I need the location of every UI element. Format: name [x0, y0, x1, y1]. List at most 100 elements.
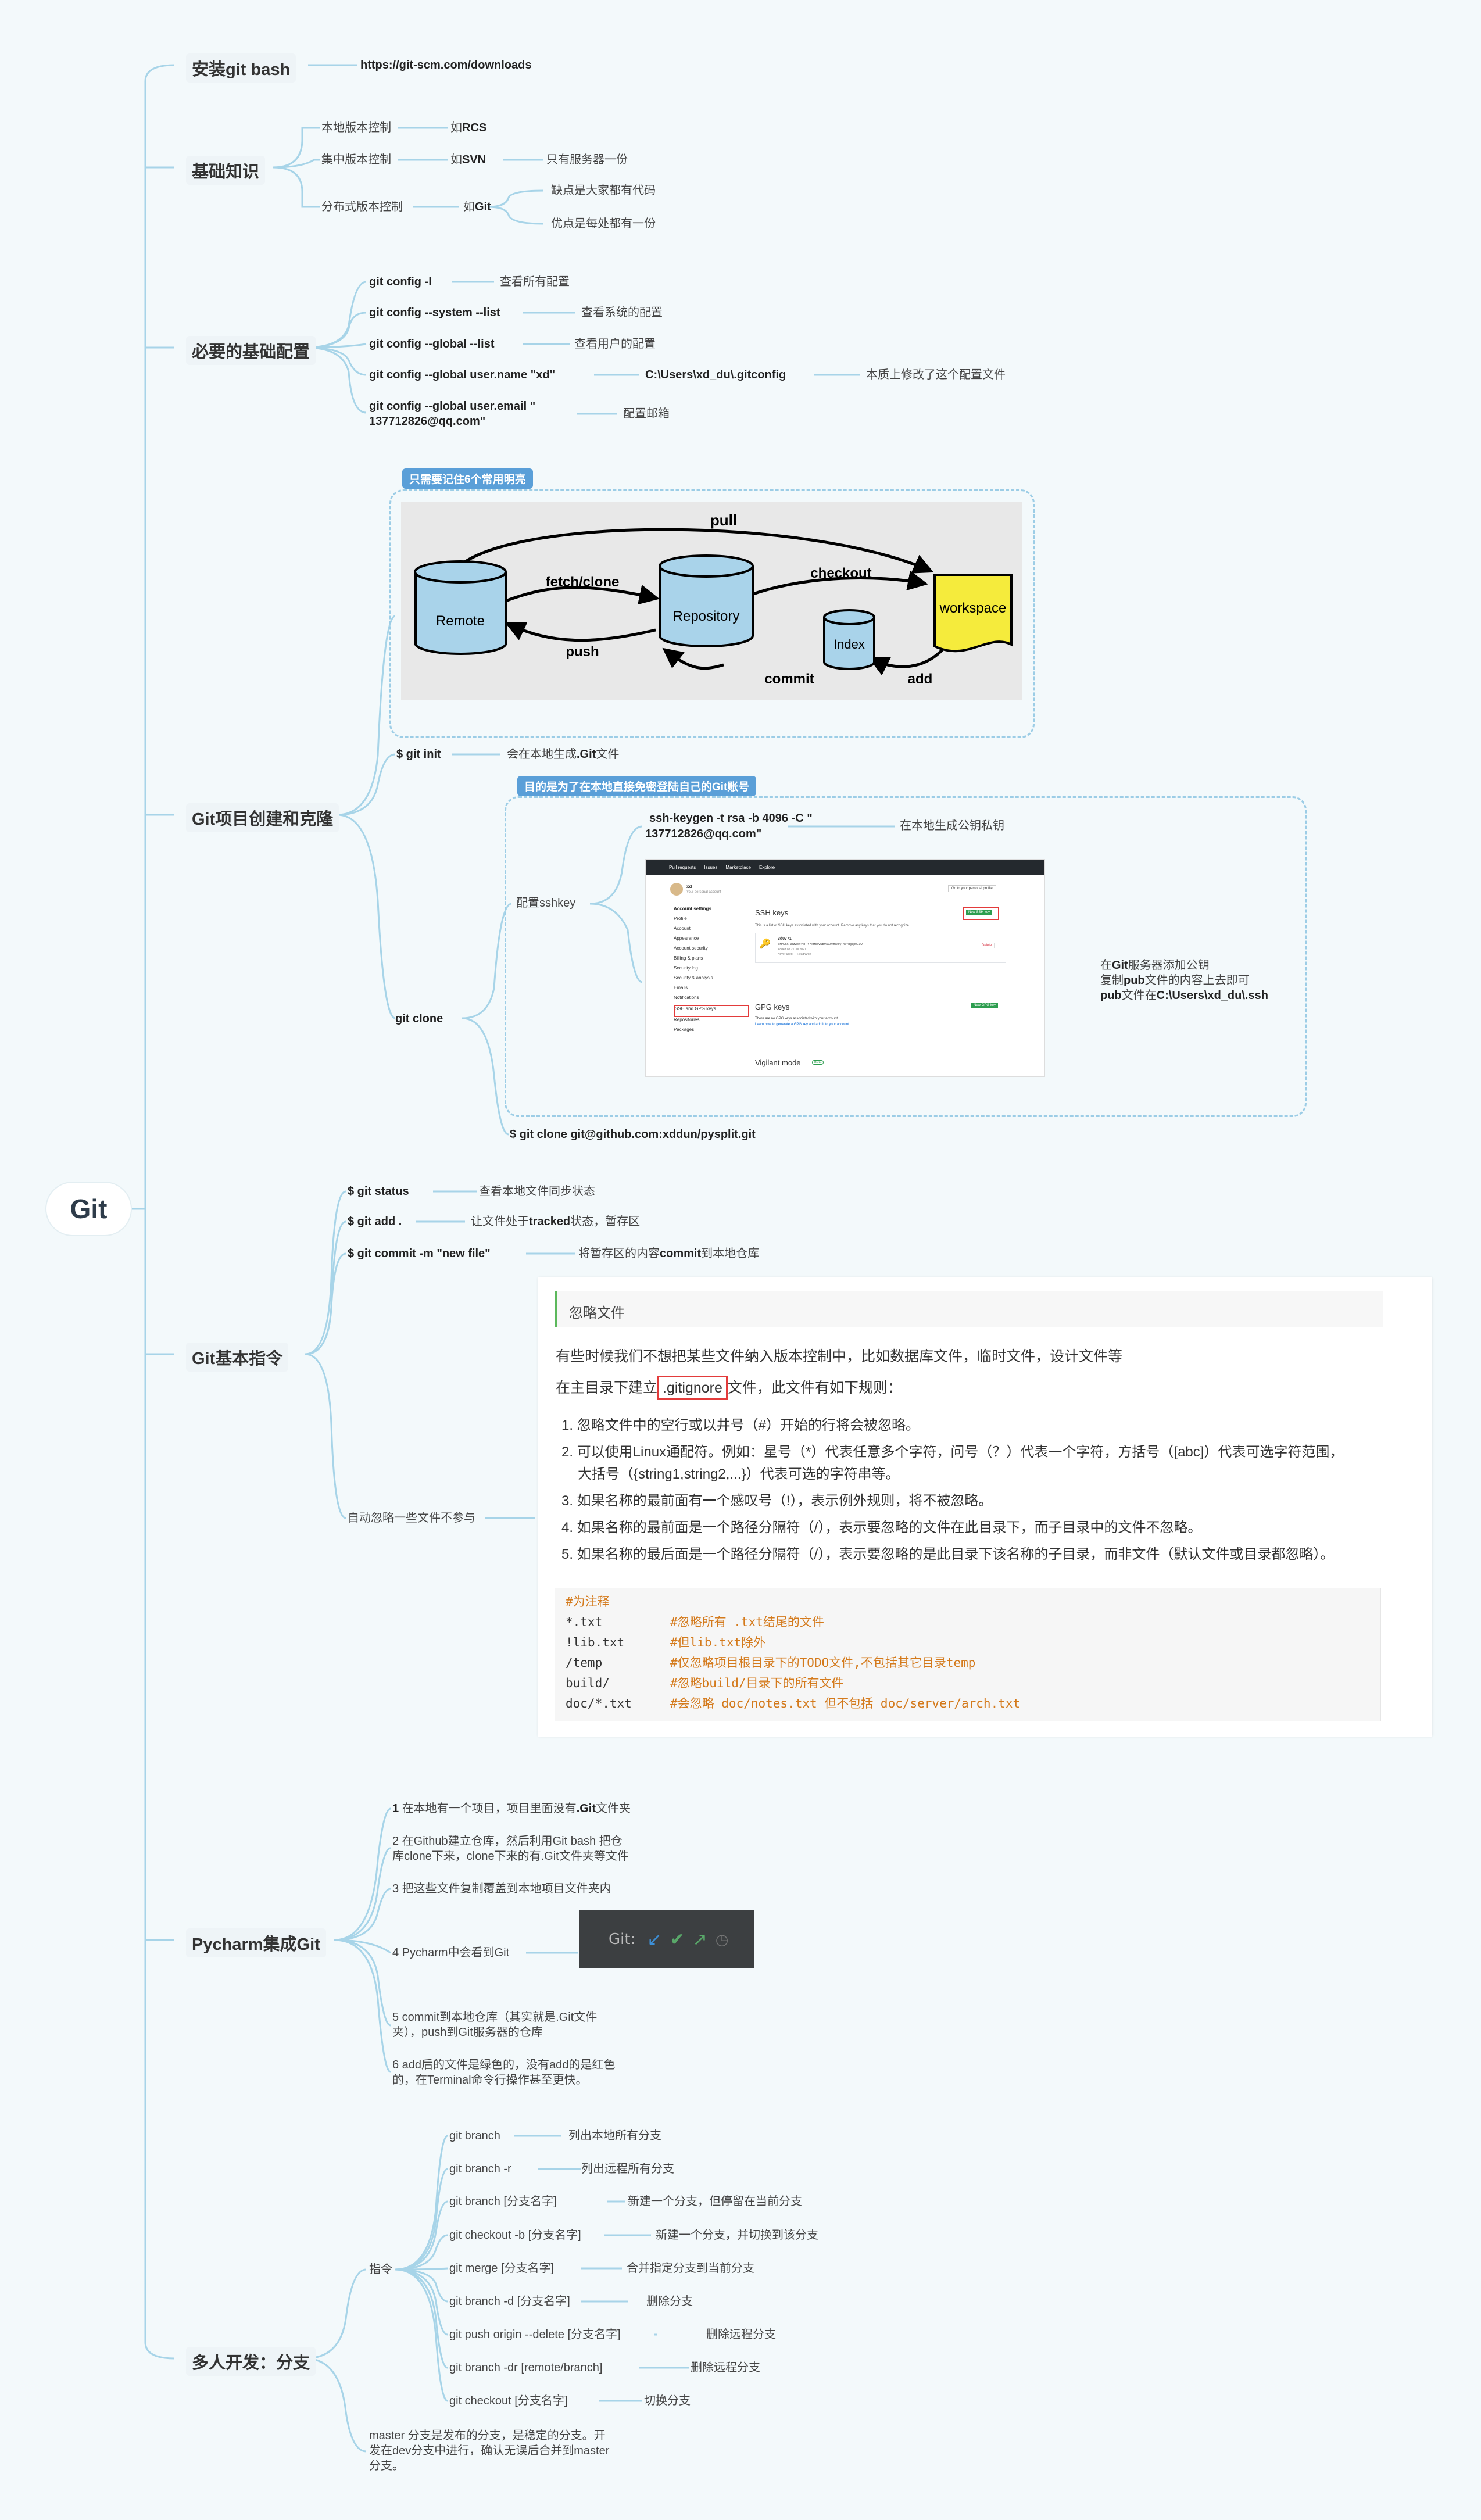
label-index: Index — [833, 637, 865, 652]
basics-central-note: 只有服务器一份 — [546, 153, 628, 166]
update-project-icon[interactable]: ↙ — [647, 1930, 662, 1949]
label-repository: Repository — [673, 608, 740, 624]
addkey-line-1: 在Git服务器添加公钥 — [1100, 959, 1210, 972]
code-line: !lib.txt#但lib.txt除外 — [566, 1635, 766, 1649]
config-cmd-username: git config --global user.name "xd" — [369, 368, 556, 381]
node-branch[interactable]: 多人开发：分支 — [186, 2347, 316, 2376]
menu-item[interactable]: Emails — [674, 985, 688, 990]
code-line: /temp#仅忽略项目根目录下的TODO文件,不包括其它目录temp — [566, 1656, 976, 1670]
git-toolbar-label: Git: — [609, 1931, 636, 1948]
nav-pull-requests[interactable]: Pull requests — [669, 864, 696, 870]
basics-distributed: 分布式版本控制 — [321, 201, 403, 213]
menu-item[interactable]: Appearance — [674, 936, 699, 941]
key-name: 3d0771 — [778, 937, 792, 941]
nav-marketplace[interactable]: Marketplace — [725, 864, 751, 870]
key-fingerprint: SHA256: 38zwo7+4b+/YHkHcbVwbm6C9+mv8ry+n… — [778, 943, 863, 946]
menu-item[interactable]: Notifications — [674, 995, 699, 1000]
root-node[interactable]: Git — [46, 1183, 131, 1235]
gitignore-panel: 忽略文件 有些时候我们不想把某些文件纳入版本控制中，比如数据库文件，临时文件，设… — [538, 1277, 1432, 1737]
pycharm-step-6a: 6 add后的文件是绿色的，没有add的是红色 — [392, 2059, 616, 2071]
config-sshkey-label: 配置sshkey — [516, 897, 576, 910]
label-remote: Remote — [436, 613, 485, 629]
config-path: C:\Users\xd_du\.gitconfig — [645, 368, 786, 381]
node-basic-commands[interactable]: Git基本指令 — [186, 1343, 289, 1372]
ssh-tag: 目的是为了在本地直接免密登陆自己的Git账号 — [517, 776, 757, 796]
git-clone-node[interactable]: git clone — [395, 1012, 443, 1025]
code-line: *.txt#忽略所有 .txt结尾的文件 — [566, 1615, 824, 1629]
pycharm-step-4: 4 Pycharm中会看到Git — [392, 1946, 510, 1959]
branch-desc-6: 删除远程分支 — [706, 2328, 776, 2341]
gitignore-highlight: .gitignore — [657, 1376, 728, 1400]
delete-key-button[interactable]: Delete — [979, 943, 995, 948]
rule-1: 1. 忽略文件中的空行或以井号（#）开始的行将会被忽略。 — [561, 1418, 920, 1433]
menu-item[interactable]: Account settings — [674, 906, 711, 911]
new-gpg-key-button[interactable]: New GPG key — [971, 1003, 999, 1008]
keygen-cmd-2: 137712826@qq.com" — [645, 828, 762, 840]
clone-cmd: $ git clone git@github.com:xddun/pysplit… — [510, 1128, 756, 1141]
branch-cmd-1: git branch -r — [449, 2163, 511, 2175]
branch-cmd-2: git branch [分支名字] — [449, 2195, 557, 2208]
new-ssh-highlight — [963, 907, 999, 920]
branch-cmd-3: git checkout -b [分支名字] — [449, 2229, 581, 2242]
nav-issues[interactable]: Issues — [704, 864, 718, 870]
rule-2-cont: 大括号（{string1,string2,...}）代表可选的字符串等。 — [578, 1466, 900, 1482]
menu-item[interactable]: Profile — [674, 916, 687, 921]
menu-item[interactable]: Security & analysis — [674, 975, 713, 980]
menu-item[interactable]: Security log — [674, 965, 698, 971]
label-push: push — [566, 644, 599, 660]
node-project[interactable]: Git项目创建和克隆 — [186, 803, 339, 832]
addkey-line-3: pub文件在C:\Users\xd_du\.ssh — [1100, 989, 1268, 1002]
profile-button[interactable]: Go to your personal profile — [948, 885, 996, 892]
config-desc-email: 配置邮箱 — [623, 407, 670, 420]
branch-cmd-4: git merge [分支名字] — [449, 2262, 555, 2275]
init-cmd: $ git init — [396, 748, 441, 761]
workflow-frame — [389, 489, 1035, 738]
ssh-frame — [505, 796, 1307, 1117]
node-pycharm[interactable]: Pycharm集成Git — [186, 1928, 326, 1957]
basics-dist-pro: 优点是每处都有一份 — [551, 217, 656, 230]
branch-desc-7: 删除远程分支 — [691, 2361, 760, 2374]
menu-item[interactable]: Billing & plans — [674, 955, 703, 961]
label-add: add — [908, 671, 933, 687]
install-url[interactable]: https://git-scm.com/downloads — [360, 59, 532, 71]
add-cmd: $ git add . — [348, 1215, 402, 1228]
branch-cmd-0: git branch — [449, 2129, 500, 2142]
menu-item[interactable]: Repositories — [674, 1017, 700, 1022]
basics-dist-example: 如Git — [463, 201, 491, 213]
config-cmd-global: git config --global --list — [369, 338, 495, 350]
workflow-tag: 只需要记住6个常用明亮 — [402, 468, 533, 489]
ssh-keys-title: SSH keys — [755, 908, 789, 917]
history-clock-icon[interactable]: ◷ — [715, 1930, 729, 1948]
branch-desc-3: 新建一个分支，并切换到该分支 — [656, 2229, 818, 2242]
config-cmd-email: git config --global user.email " — [369, 400, 536, 413]
avatar — [670, 883, 683, 896]
push-arrow-icon[interactable]: ↗ — [692, 1930, 707, 1949]
branch-cmd-8: git checkout [分支名字] — [449, 2394, 568, 2407]
node-install[interactable]: 安装git bash — [186, 53, 296, 83]
menu-item[interactable]: Account — [674, 926, 691, 931]
basics-dist-con: 缺点是大家都有代码 — [551, 184, 656, 197]
menu-item[interactable]: Packages — [674, 1027, 695, 1032]
gpg-learn-link[interactable]: Learn how to generate a GPG key and add … — [755, 1023, 850, 1026]
index-cylinder — [823, 609, 875, 670]
node-config[interactable]: 必要的基础配置 — [186, 336, 316, 365]
pycharm-step-3: 3 把这些文件复制覆盖到本地项目文件夹内 — [392, 1882, 611, 1895]
status-cmd: $ git status — [348, 1185, 409, 1198]
nav-explore[interactable]: Explore — [759, 864, 775, 870]
branch-desc-1: 列出远程所有分支 — [581, 2163, 674, 2175]
menu-item[interactable]: Account security — [674, 946, 708, 951]
push-arrow — [505, 621, 656, 642]
node-basics[interactable]: 基础知识 — [186, 156, 266, 185]
commit-arrow — [662, 647, 724, 670]
commit-check-icon[interactable]: ✔ — [670, 1930, 685, 1949]
gpg-empty: There are no GPG keys associated with yo… — [755, 1017, 839, 1021]
new-ssh-key-button[interactable]: New SSH key — [966, 910, 993, 915]
commit-desc: 将暂存区的内容commit到本地仓库 — [578, 1247, 760, 1260]
commit-cmd: $ git commit -m "new file" — [348, 1247, 491, 1260]
menu-item-ssh-gpg[interactable]: SSH and GPG keys — [674, 1005, 749, 1017]
ignore-label: 自动忽略一些文件不参与 — [348, 1512, 475, 1524]
config-desc-global: 查看用户的配置 — [574, 338, 656, 350]
ignore-rules: 1. 忽略文件中的空行或以井号（#）开始的行将会被忽略。 2. 可以使用Linu… — [561, 1412, 1343, 1568]
beta-badge: Beta — [812, 1060, 824, 1065]
github-user-sub: Your personal account — [686, 890, 721, 894]
